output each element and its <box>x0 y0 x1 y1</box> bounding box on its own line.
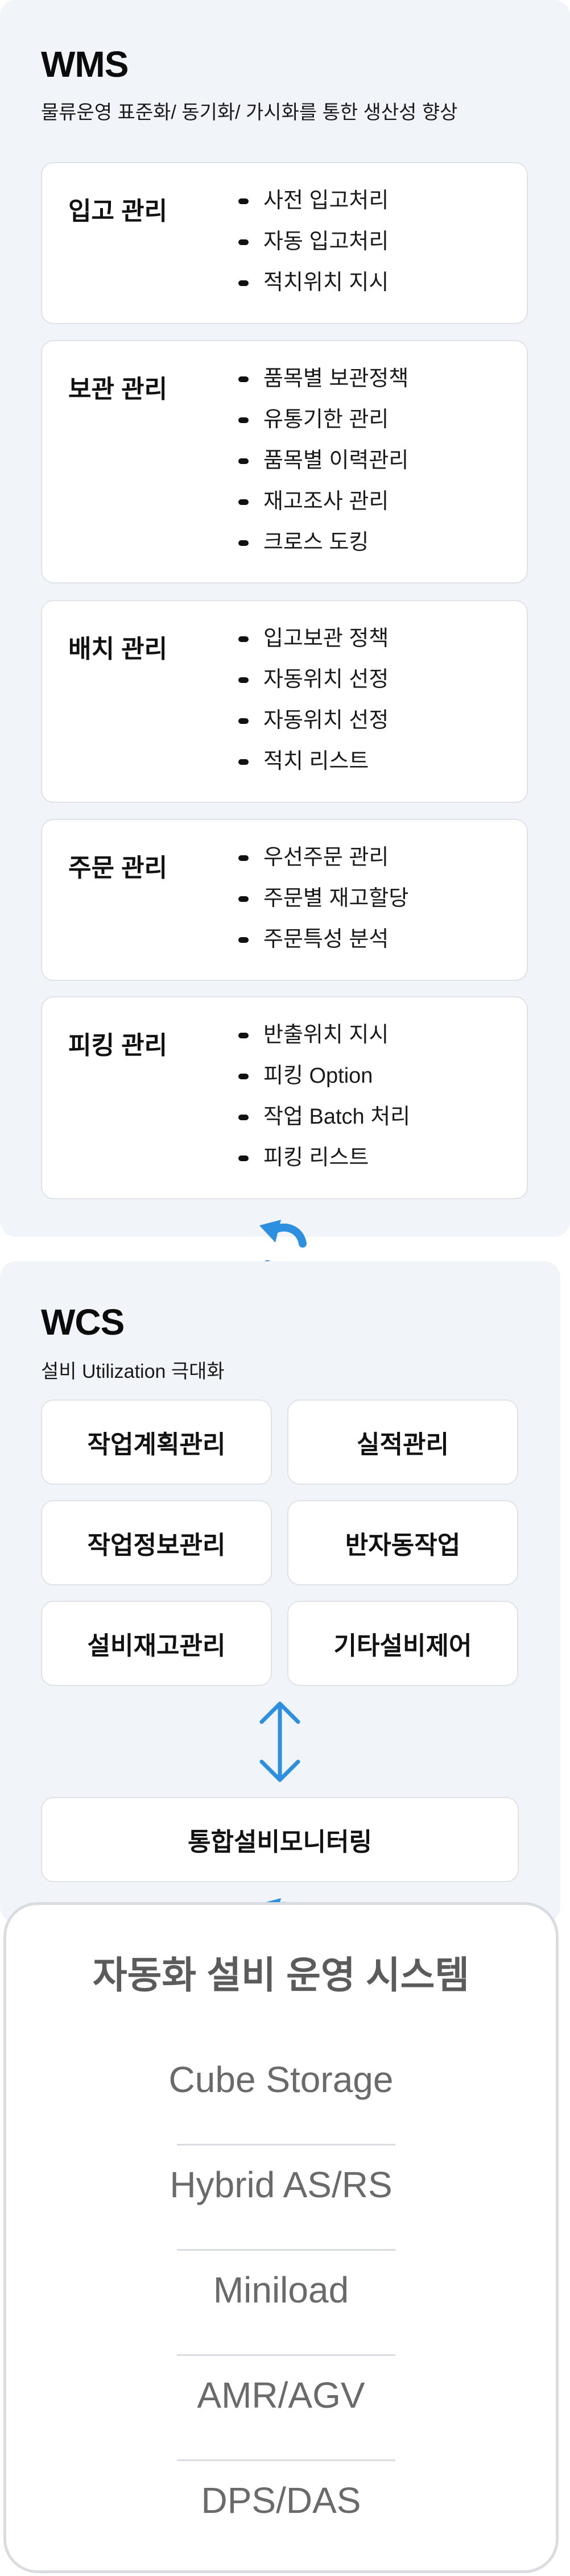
wms-card-picking: 피킹 관리 반출위치 지시 피킹 Option 작업 Batch 처리 피킹 리… <box>41 996 528 1199</box>
list-item: 입고보관 정책 <box>238 624 389 665</box>
wms-title: WMS <box>41 44 129 85</box>
automation-item-hybrid-asrs: Hybrid AS/RS <box>170 2164 393 2205</box>
list-item: 자동위치 선정 <box>238 665 389 706</box>
list-item: 품목별 보관정책 <box>238 364 408 405</box>
card-list: 사전 입고처리 자동 입고처리 적치위치 지시 <box>238 186 389 309</box>
list-item: 재고조사 관리 <box>238 487 408 528</box>
automation-panel: 자동화 설비 운영 시스템 Cube Storage Hybrid AS/RS … <box>3 1902 559 2573</box>
list-item: 적치위치 지시 <box>238 268 389 309</box>
performance-button[interactable]: 실적관리 <box>287 1399 518 1485</box>
card-list: 우선주문 관리 주문별 재고할당 주문특성 분석 <box>238 843 408 966</box>
wms-card-order: 주문 관리 우선주문 관리 주문별 재고할당 주문특성 분석 <box>41 819 528 981</box>
semi-auto-button[interactable]: 반자동작업 <box>287 1500 518 1585</box>
double-arrow-icon <box>259 1701 300 1782</box>
equipment-inventory-button[interactable]: 설비재고관리 <box>41 1601 272 1686</box>
automation-item-amr-agv: AMR/AGV <box>197 2375 365 2416</box>
work-info-button[interactable]: 작업정보관리 <box>41 1500 272 1585</box>
divider <box>177 2249 395 2251</box>
automation-title: 자동화 설비 운영 시스템 <box>92 1954 470 1996</box>
divider <box>177 2354 395 2356</box>
wcs-title: WCS <box>41 1302 125 1343</box>
wms-card-placement: 배치 관리 입고보관 정책 자동위치 선정 자동위치 선정 적치 리스트 <box>41 600 528 803</box>
list-item: 적치 리스트 <box>238 747 389 788</box>
card-list: 반출위치 지시 피킹 Option 작업 Batch 처리 피킹 리스트 <box>238 1020 410 1184</box>
automation-item-miniload: Miniload <box>213 2269 349 2310</box>
card-list: 입고보관 정책 자동위치 선정 자동위치 선정 적치 리스트 <box>238 624 389 788</box>
work-plan-button[interactable]: 작업계획관리 <box>41 1399 272 1485</box>
automation-item-dps-das: DPS/DAS <box>201 2480 361 2521</box>
wms-panel: WMS 물류운영 표준화/ 동기화/ 가시화를 통한 생산성 향상 입고 관리 … <box>0 0 570 1237</box>
monitoring-button[interactable]: 통합설비모니터링 <box>41 1797 519 1882</box>
wcs-panel: WCS 설비 Utilization 극대화 작업계획관리 실적관리 작업정보관… <box>0 1261 560 1923</box>
wms-card-inbound: 입고 관리 사전 입고처리 자동 입고처리 적치위치 지시 <box>41 162 528 324</box>
wms-subtitle: 물류운영 표준화/ 동기화/ 가시화를 통한 생산성 향상 <box>41 102 458 123</box>
list-item: 크로스 도킹 <box>238 528 408 569</box>
card-title: 피킹 관리 <box>68 1032 168 1059</box>
wms-card-storage: 보관 관리 품목별 보관정책 유통기한 관리 품목별 이력관리 재고조사 관리 … <box>41 340 528 583</box>
list-item: 작업 Batch 처리 <box>238 1102 410 1143</box>
list-item: 주문별 재고할당 <box>238 884 408 925</box>
other-equipment-button[interactable]: 기타설비제어 <box>287 1601 518 1686</box>
list-item: 사전 입고처리 <box>238 186 389 227</box>
card-list: 품목별 보관정책 유통기한 관리 품목별 이력관리 재고조사 관리 크로스 도킹 <box>238 364 408 569</box>
card-title: 배치 관리 <box>68 635 168 663</box>
list-item: 품목별 이력관리 <box>238 446 408 487</box>
list-item: 유통기한 관리 <box>238 405 408 446</box>
card-title: 보관 관리 <box>68 375 168 403</box>
divider <box>177 2144 395 2146</box>
list-item: 피킹 리스트 <box>238 1143 410 1184</box>
list-item: 자동위치 선정 <box>238 706 389 747</box>
list-item: 반출위치 지시 <box>238 1020 410 1061</box>
list-item: 피킹 Option <box>238 1061 410 1102</box>
list-item: 우선주문 관리 <box>238 843 408 884</box>
card-title: 주문 관리 <box>68 854 168 882</box>
automation-item-cube-storage: Cube Storage <box>168 2059 394 2100</box>
list-item: 주문특성 분석 <box>238 925 408 966</box>
card-title: 입고 관리 <box>68 197 168 225</box>
wcs-subtitle: 설비 Utilization 극대화 <box>41 1361 225 1382</box>
divider <box>177 2459 395 2461</box>
list-item: 자동 입고처리 <box>238 227 389 268</box>
